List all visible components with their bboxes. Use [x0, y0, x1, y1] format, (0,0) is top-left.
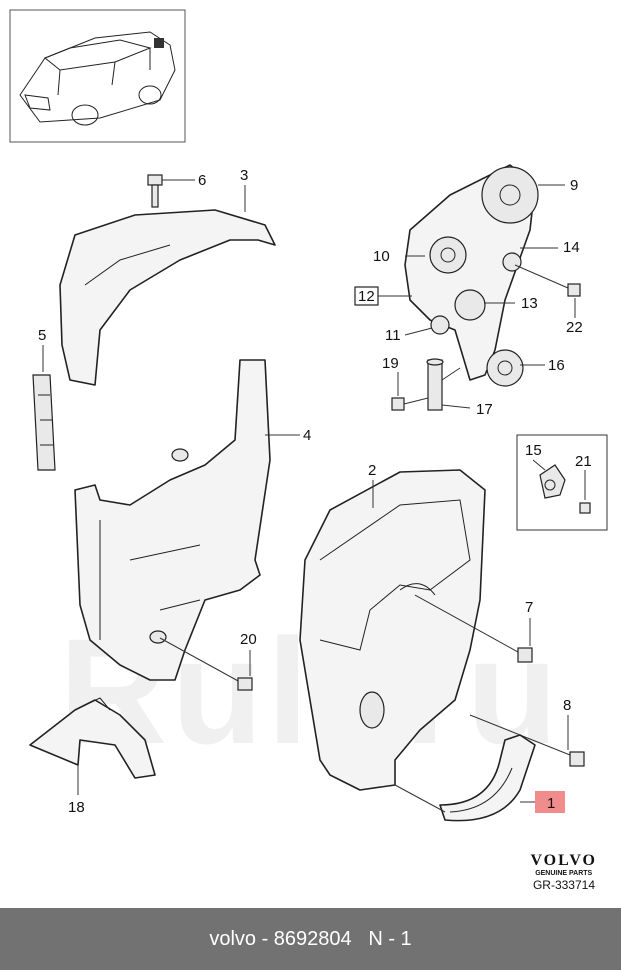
callout-17: 17 [476, 401, 493, 418]
brand-name: VOLVO [530, 852, 597, 869]
part-1-highlight [535, 791, 565, 813]
callout-18: 18 [68, 799, 85, 816]
callout-15: 15 [525, 442, 542, 459]
callout-22: 22 [566, 319, 583, 336]
upper-timing-cover [59, 185, 276, 386]
bolt-19 [391, 372, 429, 411]
footer-bar: volvo - 8692804 N - 1 [0, 908, 621, 970]
footer-position: N - 1 [368, 927, 412, 950]
footer-part-number: volvo - 8692804 [209, 927, 352, 950]
callout-10: 10 [373, 248, 390, 265]
bolt-7 [414, 594, 533, 663]
callout-9: 9 [570, 177, 578, 194]
callout-21: 21 [575, 453, 592, 470]
callout-11: 11 [385, 327, 401, 344]
callout-2: 2 [368, 462, 376, 479]
callout-14: 14 [563, 239, 580, 256]
footer-separator [352, 928, 369, 951]
callout-8: 8 [563, 697, 571, 714]
callout-3: 3 [240, 167, 248, 184]
rear-timing-cover [74, 359, 300, 681]
brand-subtitle: GENUINE PARTS [535, 870, 593, 877]
front-timing-cover [299, 469, 486, 791]
exploded-parts-diagram: 1 2 3 4 5 6 7 8 9 10 11 12 13 14 15 16 1… [9, 9, 608, 822]
brand-logo: VOLVO GENUINE PARTS [530, 852, 597, 877]
bolt-22 [514, 264, 581, 318]
callout-12: 12 [358, 288, 375, 305]
callout-19: 19 [382, 355, 399, 372]
callout-20: 20 [240, 631, 257, 648]
lower-guard [29, 697, 156, 795]
bracket-5 [32, 345, 56, 471]
callout-4: 4 [303, 427, 311, 444]
callout-5: 5 [38, 327, 46, 344]
callout-1: 1 [547, 795, 555, 812]
callout-7: 7 [525, 599, 533, 616]
callout-16: 16 [548, 357, 565, 374]
reference-code: GR-333714 [532, 878, 595, 892]
bolt-6 [147, 174, 195, 208]
bolt-20 [159, 637, 253, 691]
tensioner-inset [516, 434, 608, 531]
idler-pin-17 [426, 358, 471, 411]
bolt-8 [469, 714, 585, 767]
callout-6: 6 [198, 172, 206, 189]
crank-shield [394, 734, 565, 822]
callout-13: 13 [521, 295, 538, 312]
timing-belt-assembly [354, 164, 565, 387]
car-thumbnail [9, 9, 186, 143]
